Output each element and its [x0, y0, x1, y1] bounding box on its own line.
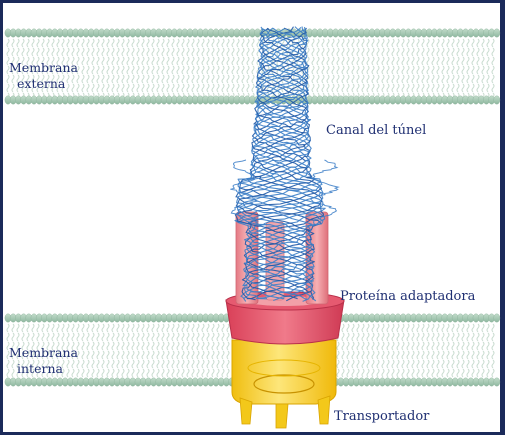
adaptor-protein-label: Proteína adaptadora [340, 289, 475, 305]
tunnel-channel-label: Canal del túnel [326, 123, 426, 139]
transporter [232, 340, 336, 428]
inner-membrane-label-line2: interna [9, 361, 63, 376]
transporter-label: Transportador [334, 409, 429, 425]
inner-membrane-label: Membrana interna [9, 345, 78, 377]
adaptor-protein [226, 212, 344, 344]
inner-membrane-label-line1: Membrana [9, 345, 78, 360]
outer-membrane-bilayer [5, 29, 500, 104]
outer-membrane-label-line1: Membrana [9, 60, 78, 75]
outer-membrane-label: Membrana externa [9, 60, 78, 92]
outer-membrane-label-line2: externa [9, 76, 65, 91]
